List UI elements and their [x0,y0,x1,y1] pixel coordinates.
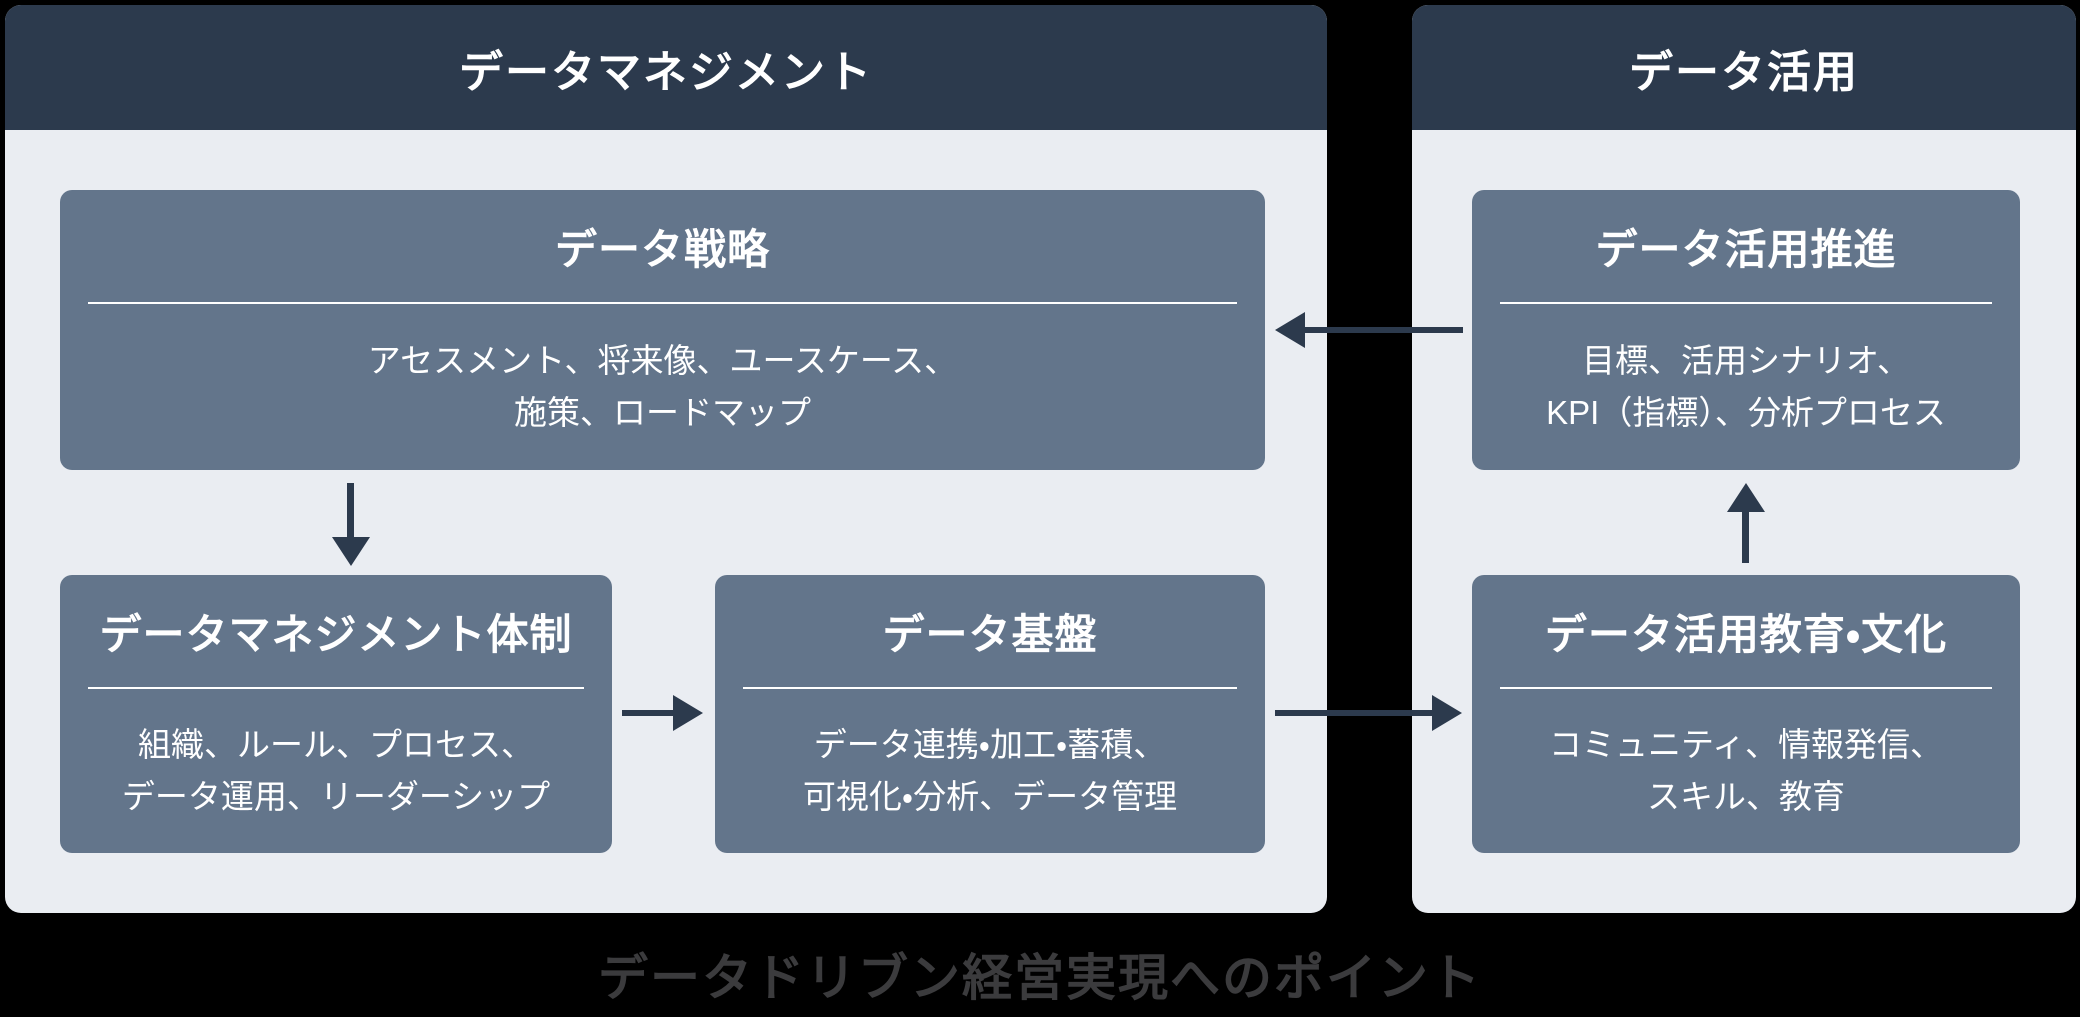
box-data-utilization-culture-title: データ活用教育・文化 [1544,610,1948,658]
arrow-head [332,537,370,566]
divider [1500,687,1992,689]
panel-data-utilization-title: データ活用 [1629,47,1859,97]
divider [1500,302,1992,304]
box-data-management-structure-body: 組織、ルール、プロセス、 データ運用、リーダーシップ [60,689,612,853]
arrow-shaft [1742,510,1749,563]
panel-data-management: データマネジメント データ戦略 アセスメント、将来像、ユースケース、 施策、ロー… [5,5,1327,913]
arrow-head [1727,483,1765,512]
box-data-platform: データ基盤 データ連携・加工・蓄積、 可視化・分析、データ管理 [715,575,1265,853]
body-line: 組織、ルール、プロセス、 [138,726,534,763]
diagram-caption: データドリブン経営実現へのポイント [598,950,1482,1006]
box-data-utilization-culture-body: コミュニティ、情報発信、 スキル、教育 [1472,689,2020,853]
box-data-strategy-body: アセスメント、将来像、ユースケース、 施策、ロードマップ [60,304,1265,470]
arrow-head [673,695,703,731]
divider [88,687,584,689]
box-data-utilization-promotion: データ活用推進 目標、活用シナリオ、 KPI（指標）、分析プロセス [1472,190,2020,470]
arrow-head [1275,312,1305,348]
body-line: データ運用、リーダーシップ [121,778,551,815]
box-data-strategy: データ戦略 アセスメント、将来像、ユースケース、 施策、ロードマップ [60,190,1265,470]
body-line: スキル、教育 [1647,778,1845,815]
panel-data-management-title: データマネジメント [459,47,873,97]
panel-data-management-header: データマネジメント [5,5,1327,130]
arrow-shaft [347,483,354,539]
body-line: KPI（指標）、分析プロセス [1546,394,1946,431]
divider [88,302,1237,304]
body-line: コミュニティ、情報発信、 [1548,726,1944,763]
box-data-utilization-culture: データ活用教育・文化 コミュニティ、情報発信、 スキル、教育 [1472,575,2020,853]
box-data-platform-title: データ基盤 [882,610,1098,658]
body-line: アセスメント、将来像、ユースケース、 [367,342,958,379]
body-line: 目標、活用シナリオ、 [1581,342,1911,379]
arrow-shaft [1303,327,1463,333]
body-line: 可視化・分析、データ管理 [802,778,1178,815]
box-data-management-structure: データマネジメント体制 組織、ルール、プロセス、 データ運用、リーダーシップ [60,575,612,853]
box-data-utilization-promotion-title: データ活用推進 [1595,225,1897,273]
arrow-shaft [1275,710,1437,716]
box-data-platform-body: データ連携・加工・蓄積、 可視化・分析、データ管理 [715,689,1265,853]
arrow-shaft [622,710,678,716]
body-line: データ連携・加工・蓄積、 [813,726,1167,763]
box-data-utilization-promotion-body: 目標、活用シナリオ、 KPI（指標）、分析プロセス [1472,304,2020,470]
arrow-head [1432,695,1462,731]
body-line: 施策、ロードマップ [514,394,811,431]
divider [743,687,1237,689]
box-data-strategy-title: データ戦略 [554,225,770,273]
box-data-management-structure-title: データマネジメント体制 [99,610,573,658]
panel-data-utilization: データ活用 データ活用推進 目標、活用シナリオ、 KPI（指標）、分析プロセス … [1412,5,2076,913]
panel-data-utilization-header: データ活用 [1412,5,2076,130]
